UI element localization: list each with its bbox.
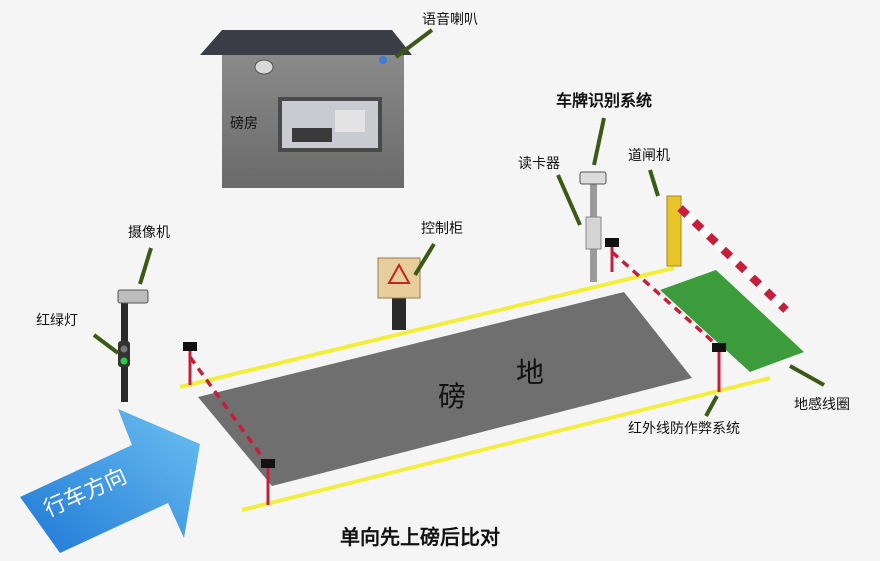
leader-cabinet	[413, 242, 436, 277]
infrared-sensor	[605, 238, 619, 247]
text-labels: 语音喇叭 磅房 车牌识别系统 读卡器 道闸机 控制柜 摄像机 红绿灯 磅 地 地…	[36, 11, 850, 549]
label-speaker: 语音喇叭	[422, 11, 478, 28]
camera-icon	[117, 289, 149, 304]
warning-icon	[387, 262, 411, 284]
booth-monitor	[335, 110, 365, 132]
label-plate-recognition: 车牌识别系统	[556, 91, 652, 110]
label-camera: 摄像机	[128, 225, 170, 241]
loop-detector	[660, 270, 804, 372]
green-lamp	[120, 357, 128, 365]
leader-plate	[592, 117, 606, 166]
booth-desk	[292, 128, 332, 142]
leader-camera	[138, 247, 153, 285]
scale-platform	[198, 292, 692, 486]
infrared-beam-right	[610, 250, 722, 350]
leader-card-reader	[556, 174, 582, 226]
label-scale-char-2: 地	[516, 356, 544, 389]
label-scale-char-1: 磅	[438, 380, 466, 413]
dome-camera-icon	[254, 59, 274, 75]
label-traffic-light: 红绿灯	[36, 313, 78, 329]
gate-arm-stripes	[677, 205, 789, 313]
plate-camera-icon	[579, 171, 607, 185]
barrier-gate	[666, 195, 789, 313]
label-card-reader: 读卡器	[518, 155, 560, 172]
card-reader-post	[579, 171, 607, 282]
leader-loop	[789, 364, 825, 387]
cabinet-pole	[392, 295, 406, 330]
leader-infrared	[704, 395, 719, 417]
infrared-sensor	[712, 343, 726, 352]
label-barrier-gate: 道闸机	[628, 148, 670, 164]
arrow-shape	[20, 409, 200, 553]
label-caption: 单向先上磅后比对	[340, 525, 500, 549]
card-reader-box	[585, 216, 602, 250]
label-booth: 磅房	[230, 115, 258, 132]
label-infrared: 红外线防作弊系统	[628, 421, 740, 437]
direction-arrow	[20, 409, 200, 553]
lane-line-bottom	[241, 376, 771, 512]
gate-housing	[666, 195, 682, 267]
leader-lines	[92, 28, 825, 417]
booth-roof	[200, 30, 412, 55]
infrared-sensor	[261, 459, 275, 468]
control-cabinet	[377, 257, 421, 330]
lane-line-top	[179, 266, 675, 389]
lane-lines	[179, 266, 771, 512]
red-lamp	[120, 345, 128, 353]
infrared-sensor	[183, 342, 197, 351]
infrared-system	[183, 238, 726, 505]
leader-gate	[648, 169, 660, 197]
leader-speaker	[394, 28, 434, 59]
speaker-icon	[379, 56, 387, 64]
label-control-cabinet: 控制柜	[421, 221, 463, 237]
weigh-booth	[200, 30, 412, 188]
camera-light-pole	[117, 289, 149, 402]
leader-traffic-light	[92, 333, 120, 355]
label-loop-detector: 地感线圈	[794, 396, 850, 413]
